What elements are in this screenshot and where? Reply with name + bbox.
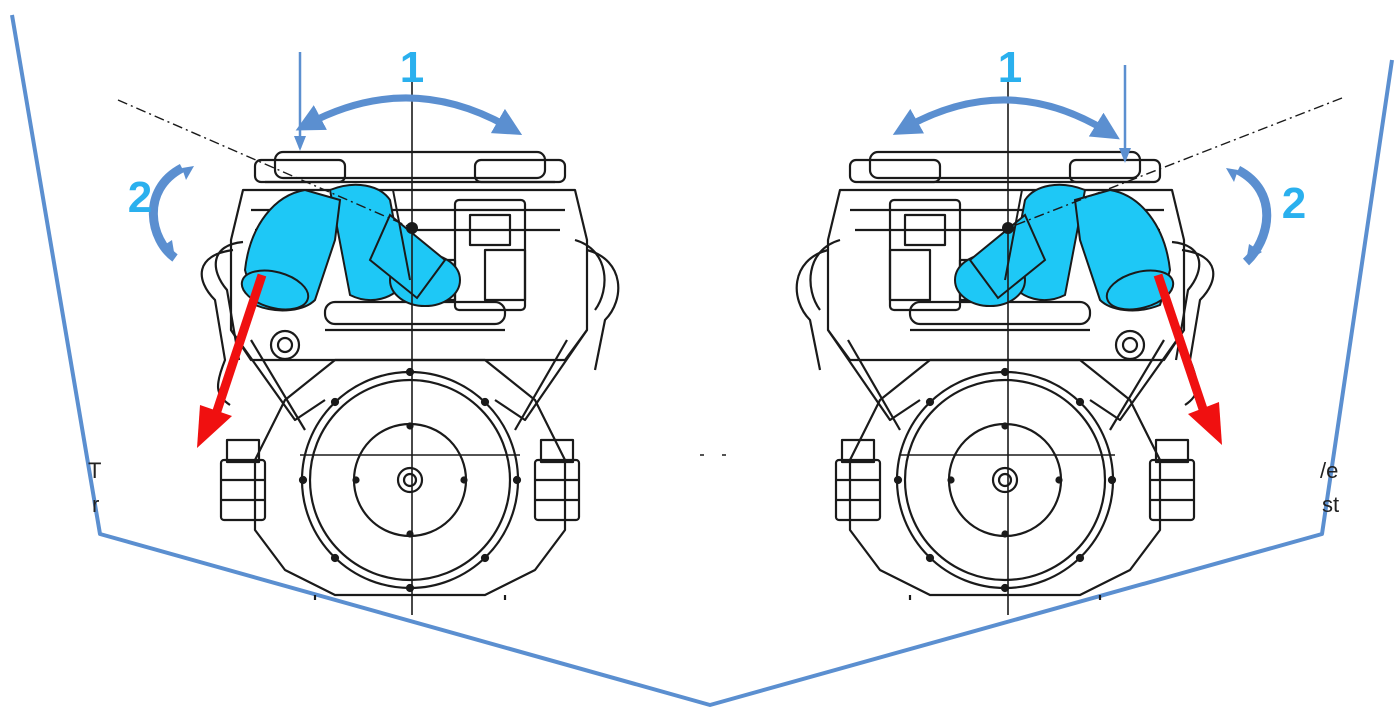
hull-outline bbox=[10, 14, 1394, 707]
left-thrust-arrow bbox=[209, 273, 267, 422]
right-label-2: 2 bbox=[1282, 179, 1306, 228]
engine-front-view-icon bbox=[200, 150, 620, 600]
clipped-text-left-top: T bbox=[88, 458, 101, 483]
right-thrust-arrow bbox=[1153, 273, 1210, 417]
clipped-text-left-bottom: r bbox=[92, 492, 99, 517]
left-inclined-axis bbox=[117, 99, 413, 229]
right-label-1: 1 bbox=[998, 43, 1022, 92]
left-rotation-arrow-1 bbox=[295, 94, 523, 136]
left-pivot-point bbox=[406, 222, 418, 234]
left-engine: 1 2 bbox=[117, 43, 620, 615]
left-label-1: 1 bbox=[400, 43, 424, 92]
engine-front-view-icon bbox=[795, 150, 1215, 600]
clipped-text-right-top: /e bbox=[1320, 458, 1338, 483]
left-label-2: 2 bbox=[128, 173, 152, 222]
clipped-text-right-bottom: st bbox=[1322, 492, 1339, 517]
right-rotation-arrow-1 bbox=[892, 96, 1120, 140]
right-engine: 1 2 bbox=[795, 43, 1343, 615]
right-pivot-point bbox=[1002, 222, 1014, 234]
